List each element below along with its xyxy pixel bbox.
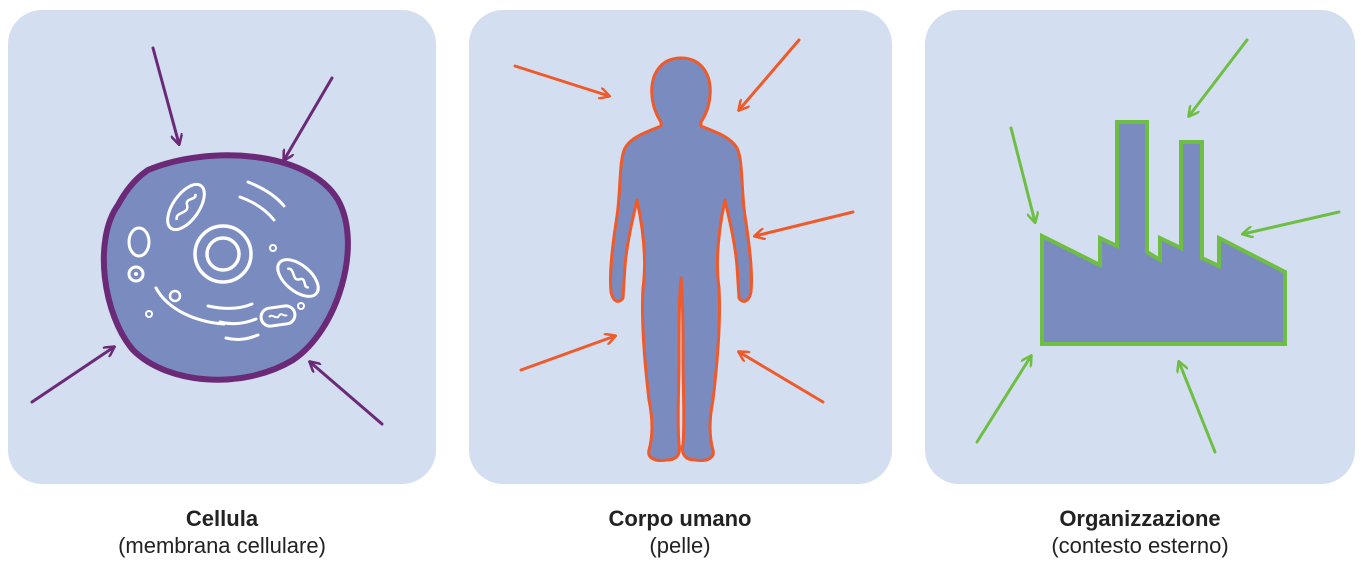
arrow-icon [310,362,382,424]
organization-caption: Organizzazione (contesto esterno) [920,505,1360,559]
human-body-panel [469,10,892,484]
arrow-icon [1243,212,1339,234]
human-body-icon [610,58,751,461]
arrow-icon [1179,362,1215,452]
arrow-icon [755,212,853,236]
arrow-icon [32,347,114,402]
organization-panel [925,10,1355,484]
cell-illustration [8,10,436,484]
cell-icon [104,155,348,379]
human-body-caption: Corpo umano (pelle) [460,505,900,559]
arrow-icon [1011,128,1035,222]
organization-title: Organizzazione [920,505,1360,532]
cell-subtitle: (membrana cellulare) [2,532,442,559]
arrow-icon [739,352,823,402]
arrow-icon [739,40,799,110]
organization-subtitle: (contesto esterno) [920,532,1360,559]
human-body-subtitle: (pelle) [460,532,900,559]
arrow-icon [153,48,179,144]
arrow-icon [1189,40,1247,116]
organization-illustration [925,10,1355,484]
cell-panel [8,10,436,484]
cell-caption: Cellula (membrana cellulare) [2,505,442,559]
arrow-icon [515,66,609,96]
human-body-title: Corpo umano [460,505,900,532]
human-body-illustration [469,10,892,484]
arrow-icon [977,356,1031,442]
cell-title: Cellula [2,505,442,532]
arrow-icon [521,336,615,370]
arrow-icon [284,78,332,160]
